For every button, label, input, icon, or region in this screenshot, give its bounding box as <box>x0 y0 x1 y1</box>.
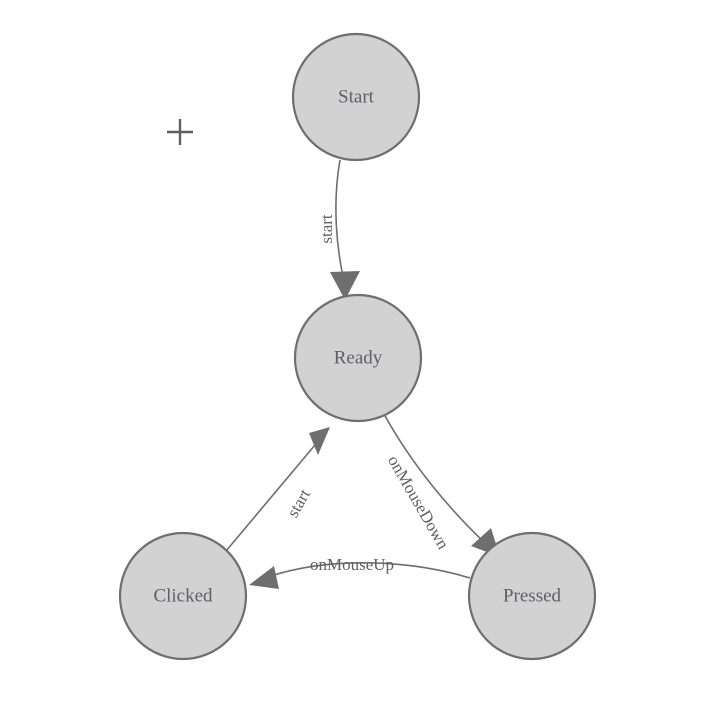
node-pressed[interactable]: Pressed <box>467 531 597 661</box>
node-clicked[interactable]: Clicked <box>118 531 248 661</box>
edge-label-pressed-to-clicked: onMouseUp <box>310 555 394 574</box>
node-ready[interactable]: Ready <box>293 293 423 423</box>
arrowhead-clicked-to-ready <box>309 427 330 455</box>
edge-clicked-to-ready[interactable]: start <box>225 427 330 552</box>
node-circle-pressed <box>467 531 597 661</box>
node-label-clicked: Clicked <box>153 585 213 606</box>
node-start[interactable]: Start <box>291 32 421 162</box>
edge-path-pressed-to-clicked <box>267 562 471 579</box>
node-circle-start <box>291 32 421 162</box>
edge-path-ready-to-pressed <box>383 413 488 546</box>
edge-pressed-to-clicked[interactable]: onMouseUp <box>249 555 471 589</box>
node-circle-clicked <box>118 531 248 661</box>
arrowhead-start-to-ready <box>330 271 360 300</box>
arrowhead-pressed-to-clicked <box>249 566 279 589</box>
edge-path-clicked-to-ready <box>225 444 316 552</box>
node-label-start: Start <box>338 86 375 107</box>
node-circle-ready <box>293 293 423 423</box>
edge-label-start-to-ready: start <box>317 214 336 244</box>
node-label-pressed: Pressed <box>503 585 562 606</box>
crosshair-icon <box>167 119 193 145</box>
node-label-ready: Ready <box>334 347 383 368</box>
edge-label-clicked-to-ready: start <box>283 486 314 521</box>
edge-path-start-to-ready <box>335 159 345 282</box>
edge-start-to-ready[interactable]: start <box>317 159 360 300</box>
edge-ready-to-pressed[interactable]: onMouseDown <box>383 413 500 557</box>
